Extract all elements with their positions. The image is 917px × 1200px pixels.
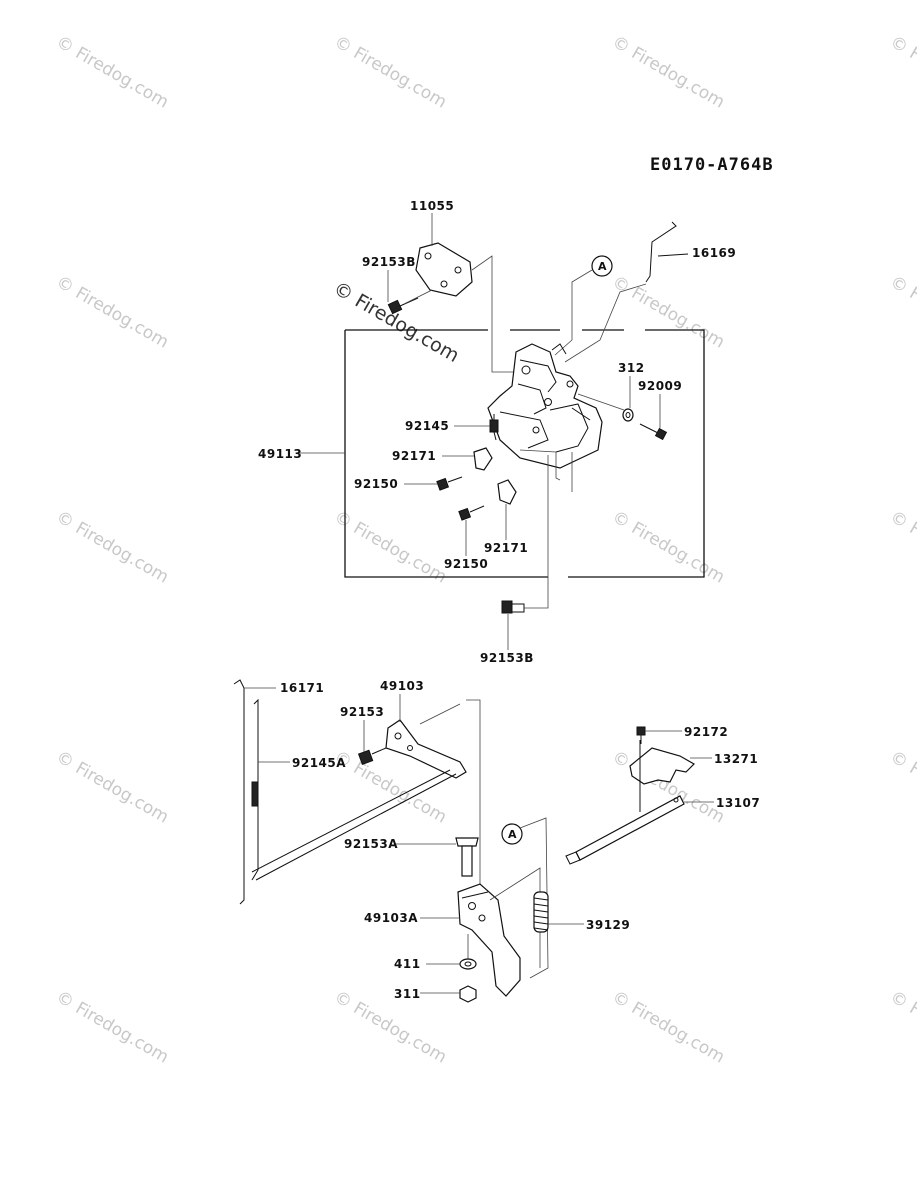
part-label-13271: 13271 <box>714 752 758 766</box>
frame-49113-left <box>344 330 548 578</box>
part-label-92153: 92153 <box>340 705 384 719</box>
plate-11055 <box>415 213 520 373</box>
watermark: © Firedog.com <box>331 507 450 588</box>
screw-92009 <box>639 394 668 441</box>
watermark: © Firedog.com <box>53 747 172 828</box>
watermark: © Firedog.com <box>887 272 917 353</box>
upper-assembly: A <box>300 213 705 650</box>
bolt-92150-a <box>404 476 463 491</box>
clamp-92171-b <box>497 479 517 540</box>
part-label-11055: 11055 <box>410 199 454 213</box>
bolt-92153B-top <box>387 270 433 315</box>
part-label-92172: 92172 <box>684 725 728 739</box>
part-label-92171-a: 92171 <box>392 449 436 463</box>
part-label-49103a: 49103A <box>364 911 418 925</box>
part-label-92150-b: 92150 <box>444 557 488 571</box>
callout-a-bottom: A <box>501 817 549 979</box>
rod-16169 <box>564 221 689 363</box>
part-label-92009: 92009 <box>638 379 682 393</box>
part-label-92145a: 92145A <box>292 756 346 770</box>
diagram-code: E0170-A764B <box>650 155 774 175</box>
watermark: © Firedog.com <box>331 987 450 1068</box>
watermark: © Firedog.com <box>53 987 172 1068</box>
watermark: © Firedog.com <box>609 987 728 1068</box>
callout-a-label: A <box>508 828 517 841</box>
watermark: © Firedog.com <box>53 32 172 113</box>
part-label-49113: 49113 <box>258 447 302 461</box>
watermark: © Firedog.com <box>53 272 172 353</box>
watermark: © Firedog.com <box>887 747 917 828</box>
watermark: © Firedog.com <box>609 32 728 113</box>
washer-411 <box>426 958 477 970</box>
part-label-411: 411 <box>394 957 421 971</box>
part-label-312: 312 <box>618 361 645 375</box>
part-label-311: 311 <box>394 987 421 1001</box>
part-label-13107: 13107 <box>716 796 760 810</box>
washer-312 <box>622 376 634 422</box>
plate-13271 <box>629 747 712 785</box>
watermark: © Firedog.com <box>887 507 917 588</box>
frame-49113-right <box>568 329 705 578</box>
watermark: © Firedog.com <box>53 507 172 588</box>
part-label-92153a: 92153A <box>344 837 398 851</box>
part-labels: 11055 92153B 16169 312 92009 92145 49113… <box>258 199 760 1001</box>
spring-39129 <box>533 891 584 933</box>
lower-assembly: A <box>233 679 714 1003</box>
lever-49103 <box>251 694 481 900</box>
part-label-92153b-top: 92153B <box>362 255 416 269</box>
part-label-92145: 92145 <box>405 419 449 433</box>
watermark: © Firedog.com <box>887 32 917 113</box>
part-label-92153b-bottom: 92153B <box>480 651 534 665</box>
bolt-92153A <box>394 837 479 877</box>
lever-49103A <box>420 867 541 997</box>
watermark: © Firedog.com <box>331 32 450 113</box>
bolt-92153B-bottom <box>501 600 525 650</box>
control-bracket <box>487 343 625 609</box>
spring-92145 <box>454 414 499 441</box>
callout-a-label: A <box>598 260 607 273</box>
shaft-13107 <box>565 740 714 865</box>
nut-311 <box>420 985 477 1003</box>
watermark: © Firedog.com <box>887 987 917 1068</box>
clamp-92171-a <box>442 447 493 471</box>
part-label-49103: 49103 <box>380 679 424 693</box>
part-label-39129: 39129 <box>586 918 630 932</box>
screw-92172 <box>636 726 682 744</box>
watermark: © Firedog.com <box>609 507 728 588</box>
watermark: © Firedog.com <box>609 272 728 353</box>
callout-a-top: A <box>554 255 613 356</box>
part-label-16169: 16169 <box>692 246 736 260</box>
part-label-92171-b: 92171 <box>484 541 528 555</box>
spring-92145A <box>251 761 290 807</box>
bolt-92150-b <box>458 505 485 556</box>
part-label-16171: 16171 <box>280 681 324 695</box>
part-label-92150-a: 92150 <box>354 477 398 491</box>
bolt-92153 <box>357 720 387 765</box>
